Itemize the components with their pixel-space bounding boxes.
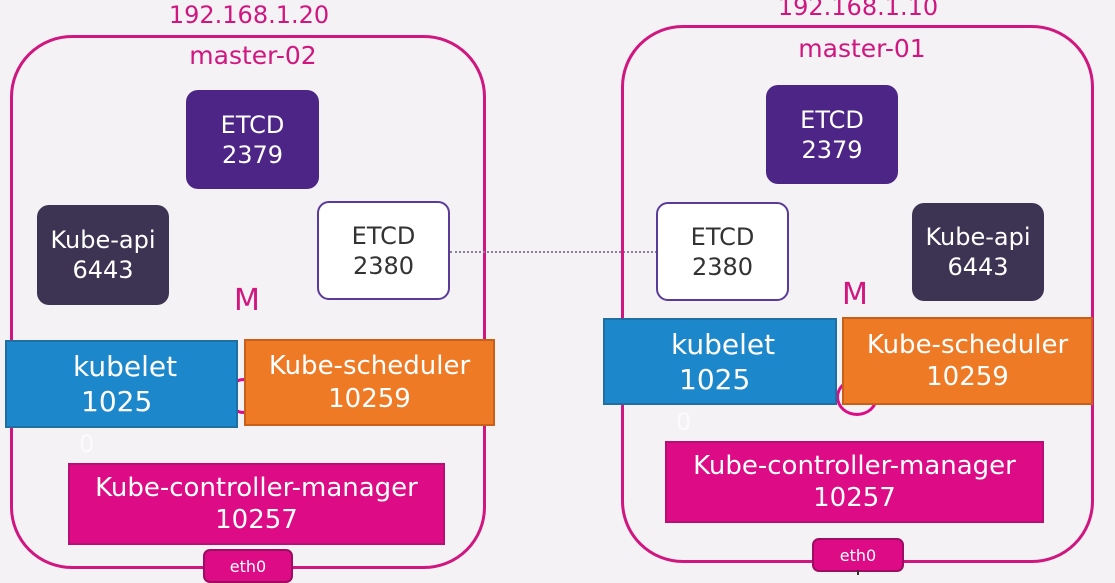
right-kube-scheduler-box: Kube-scheduler 10259: [842, 317, 1093, 405]
left-kubelet-name: kubelet: [73, 350, 178, 383]
right-node-ip: 192.168.1.10: [777, 0, 939, 21]
left-kubelet-port-suffix: 0: [79, 430, 95, 458]
right-node-hostname: master-01: [798, 34, 926, 63]
right-etcd-client-box: ETCD 2379: [766, 85, 898, 184]
right-etcd-client-port: 2379: [801, 135, 863, 164]
right-kubelet-name: kubelet: [671, 327, 776, 361]
right-kube-api-box: Kube-api 6443: [912, 203, 1044, 301]
left-m-marker: M: [234, 283, 260, 318]
left-etcd-client-name: ETCD: [220, 110, 285, 139]
left-kube-api-name: Kube-api: [50, 226, 156, 254]
left-node-hostname: master-02: [189, 41, 317, 70]
right-kube-controller-manager-box: Kube-controller-manager 10257: [665, 441, 1044, 523]
left-eth0-interface: eth0: [203, 549, 293, 583]
left-kcm-name: Kube-controller-manager: [95, 472, 418, 503]
right-kube-api-port: 6443: [947, 253, 1009, 281]
left-kube-scheduler-box: Kube-scheduler 10259: [244, 339, 495, 426]
left-kubelet-box: kubelet 1025: [5, 340, 238, 428]
left-etcd-peer-port: 2380: [352, 251, 415, 280]
right-kube-scheduler-port: 10259: [926, 362, 1009, 392]
left-kube-controller-manager-box: Kube-controller-manager 10257: [68, 463, 445, 545]
left-kube-api-port: 6443: [72, 256, 134, 284]
left-kube-api-box: Kube-api 6443: [37, 205, 169, 305]
right-kubelet-box: kubelet 1025: [603, 318, 837, 405]
right-etcd-peer-name: ETCD: [690, 222, 755, 251]
right-etcd-peer-port: 2380: [691, 252, 754, 281]
left-etcd-peer-box: ETCD 2380: [317, 201, 450, 300]
right-kcm-port: 10257: [813, 483, 896, 513]
left-kube-scheduler-name: Kube-scheduler: [268, 351, 471, 381]
left-kcm-port: 10257: [215, 505, 298, 535]
left-etcd-peer-name: ETCD: [351, 221, 416, 250]
left-etcd-client-port: 2379: [221, 140, 284, 169]
right-kube-scheduler-name: Kube-scheduler: [866, 329, 1069, 360]
left-etcd-client-box: ETCD 2379: [186, 90, 319, 189]
right-eth0-uplink: [857, 570, 859, 575]
right-kubelet-port: 1025: [679, 362, 751, 396]
left-kubelet-port: 1025: [81, 385, 153, 418]
right-etcd-peer-box: ETCD 2380: [656, 202, 789, 301]
left-kube-scheduler-port: 10259: [328, 383, 411, 414]
left-node-ip: 192.168.1.20: [168, 1, 330, 29]
right-eth0-interface: eth0: [812, 538, 904, 572]
right-kube-api-name: Kube-api: [925, 223, 1031, 251]
right-m-marker: M: [842, 277, 868, 312]
etcd-peer-link: [450, 251, 657, 253]
right-kcm-name: Kube-controller-manager: [693, 450, 1016, 481]
right-kubelet-port-suffix: 0: [676, 408, 692, 436]
right-etcd-client-name: ETCD: [800, 105, 864, 134]
